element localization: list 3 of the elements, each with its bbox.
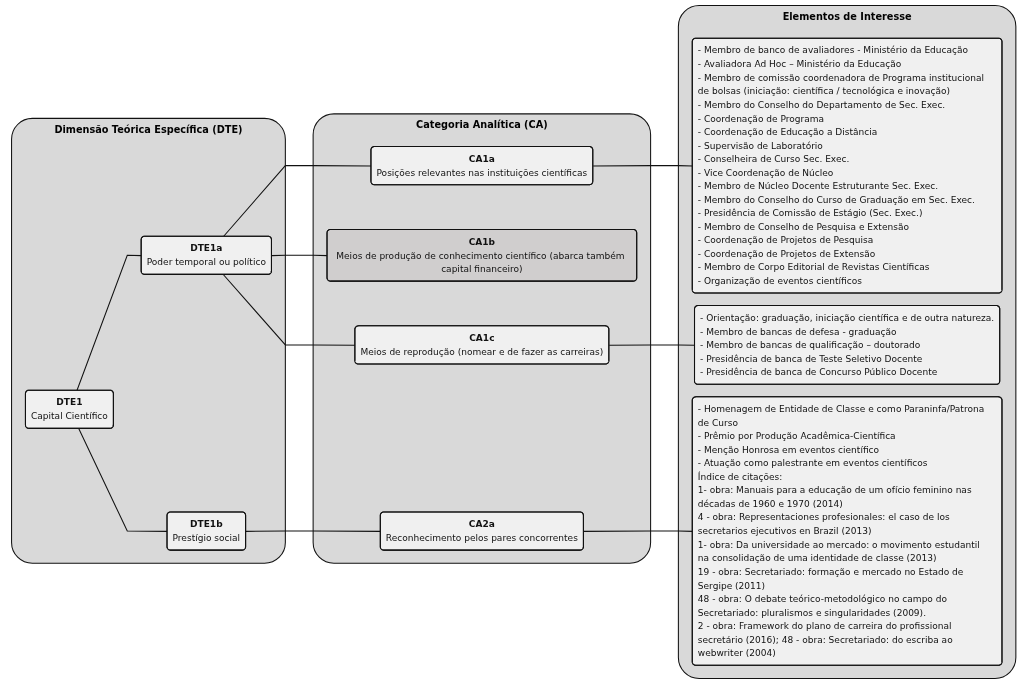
connector — [245, 530, 381, 532]
connector — [583, 530, 693, 532]
connector — [592, 165, 693, 167]
